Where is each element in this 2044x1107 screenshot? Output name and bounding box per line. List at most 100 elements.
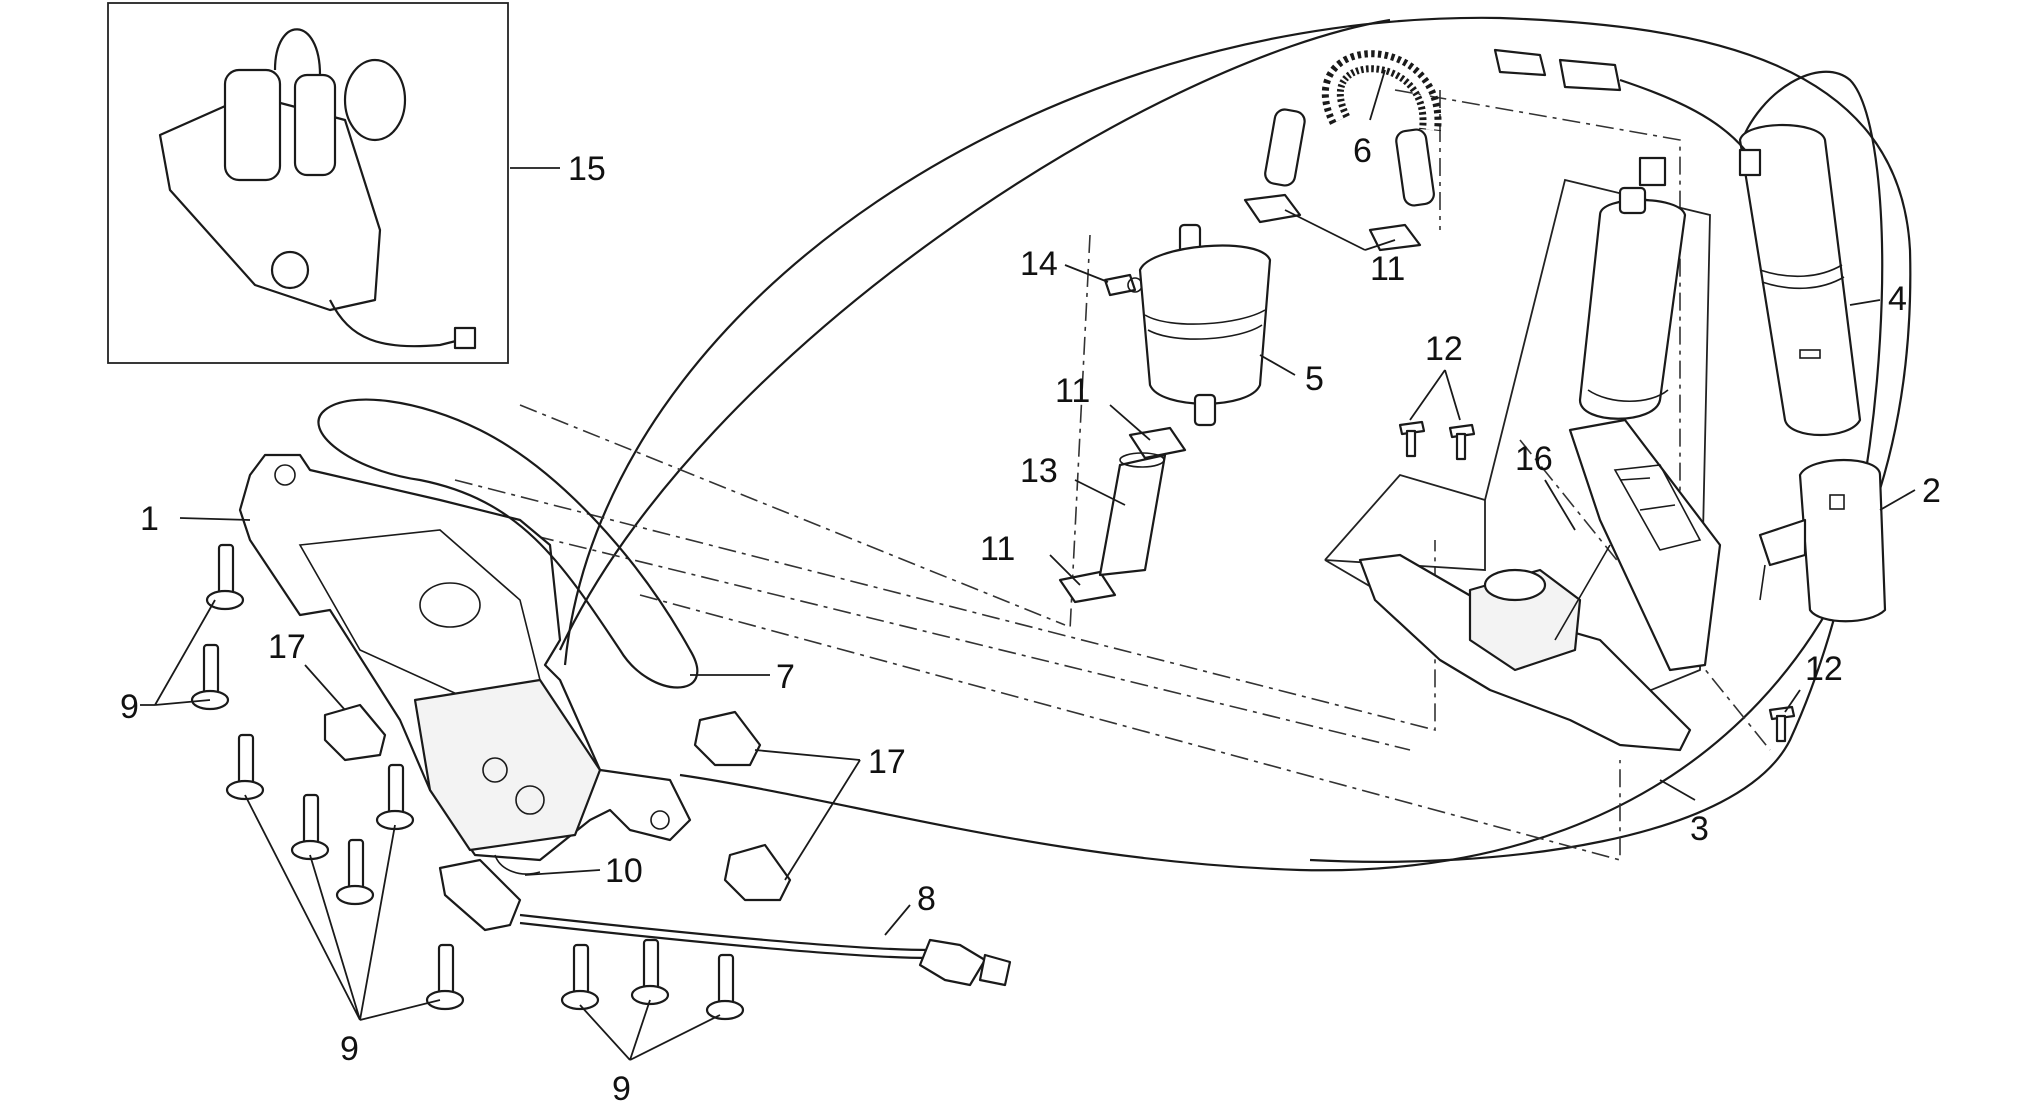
alignment-line-b <box>454 479 1436 732</box>
leader-5 <box>1259 354 1296 376</box>
flange-part-1 <box>238 453 692 862</box>
callout-1: 1 <box>140 500 159 538</box>
inset-sender <box>343 58 407 142</box>
leader-10 <box>524 869 601 876</box>
alignment-line-d <box>639 594 1621 862</box>
leader-12b <box>1784 689 1801 713</box>
callout-13: 13 <box>1020 452 1058 490</box>
level-sender-part-4 <box>1738 124 1862 436</box>
screw-9g <box>425 943 465 1011</box>
strainer-part-16 <box>1568 418 1722 672</box>
callout-9-bottom-right: 9 <box>612 1070 631 1107</box>
leader-6 <box>1369 69 1386 121</box>
block-17a <box>323 703 387 762</box>
leader-11b <box>1109 404 1151 441</box>
callout-6: 6 <box>1353 132 1372 170</box>
callout-15: 15 <box>568 150 606 188</box>
callout-5: 5 <box>1305 360 1324 398</box>
leader-9a <box>140 599 216 706</box>
alignment-line-g <box>1069 234 1091 631</box>
callout-16: 16 <box>1515 440 1553 478</box>
leader-11a <box>1284 209 1396 251</box>
bolt-group-12 <box>1398 420 1796 743</box>
screw-9d <box>290 793 330 861</box>
callout-3: 3 <box>1690 810 1709 848</box>
screw-9c <box>225 733 265 801</box>
leader-2 <box>1879 489 1916 511</box>
callout-17-right: 17 <box>868 743 906 781</box>
callout-9-bottom-left: 9 <box>340 1030 359 1068</box>
callout-11-middle: 11 <box>1055 372 1090 410</box>
block-17b <box>693 710 762 767</box>
callout-labels: 1 2 3 4 5 6 7 8 9 9 9 10 11 11 11 12 12 … <box>120 132 1941 1107</box>
screw-9e <box>375 763 415 831</box>
hose-part-6 <box>1264 50 1442 207</box>
callout-11-top: 11 <box>1370 250 1405 288</box>
main-wire-harness <box>563 16 1912 872</box>
bolt-part-14 <box>1103 273 1143 297</box>
leader-3 <box>1659 779 1696 801</box>
hose-part-13 <box>1098 452 1167 577</box>
leader-14 <box>1064 264 1109 283</box>
clamp-11d <box>1058 570 1117 604</box>
inset-plug <box>453 326 477 350</box>
leader-1 <box>179 517 251 521</box>
callout-17-left: 17 <box>268 628 306 666</box>
callout-8: 8 <box>917 880 936 918</box>
bolt-12b <box>1448 423 1476 461</box>
seal-part-10 <box>494 854 541 875</box>
screw-9b <box>190 643 230 711</box>
screw-group-9 <box>190 543 745 1021</box>
inner-wire <box>559 18 1391 651</box>
leader-lines <box>140 69 1916 1061</box>
alignment-line-a <box>519 404 1066 626</box>
screw-9a <box>205 543 245 611</box>
inset-hose <box>273 28 322 76</box>
callout-4: 4 <box>1888 280 1907 318</box>
inset-filter <box>293 73 337 177</box>
bolt-12a <box>1398 420 1426 458</box>
leader-16 <box>1544 479 1576 531</box>
leader-17b <box>754 749 861 881</box>
inset-wire <box>329 299 461 348</box>
callout-7: 7 <box>776 658 795 696</box>
holder-part-2 <box>1758 459 1887 623</box>
inset-frame <box>107 2 509 364</box>
leader-9c <box>579 999 721 1061</box>
callout-10: 10 <box>605 852 643 890</box>
screw-9f <box>335 838 375 906</box>
top-wire-connectors <box>1493 48 1746 187</box>
block-17c <box>723 843 792 902</box>
leader-13 <box>1074 479 1126 506</box>
screw-9h <box>560 943 600 1011</box>
leader-12a <box>1409 369 1461 421</box>
alignment-line-c <box>469 519 1411 751</box>
callout-14: 14 <box>1020 245 1058 283</box>
leader-8 <box>884 904 911 936</box>
screw-9i <box>630 938 670 1006</box>
rubber-block-group-17 <box>323 703 792 902</box>
wire-connector-part-8 <box>438 858 1012 987</box>
leader-4 <box>1849 299 1881 306</box>
fuel-filter-part-5 <box>1138 223 1272 427</box>
leader-9b <box>244 794 441 1021</box>
oring-part-7 <box>317 398 699 689</box>
callout-11-bottom: 11 <box>980 530 1015 568</box>
leader-17a <box>304 664 346 711</box>
inset-connector-port <box>270 250 310 290</box>
pump-mount-part-3 <box>1324 178 1711 752</box>
callout-9-left: 9 <box>120 688 139 726</box>
alignment-line-h <box>1519 439 1771 751</box>
callout-12-top: 12 <box>1425 330 1463 368</box>
bolt-12c <box>1768 705 1796 743</box>
fuel-pump <box>1578 186 1687 420</box>
inset-assembly-15 <box>107 2 509 364</box>
leader-11c <box>1049 554 1081 586</box>
callout-12-right: 12 <box>1805 650 1843 688</box>
screw-9j <box>705 953 745 1021</box>
inset-pump <box>223 68 282 182</box>
callout-2: 2 <box>1922 472 1941 510</box>
alignment-line-e <box>1394 89 1681 590</box>
clamp-11a <box>1243 193 1302 224</box>
